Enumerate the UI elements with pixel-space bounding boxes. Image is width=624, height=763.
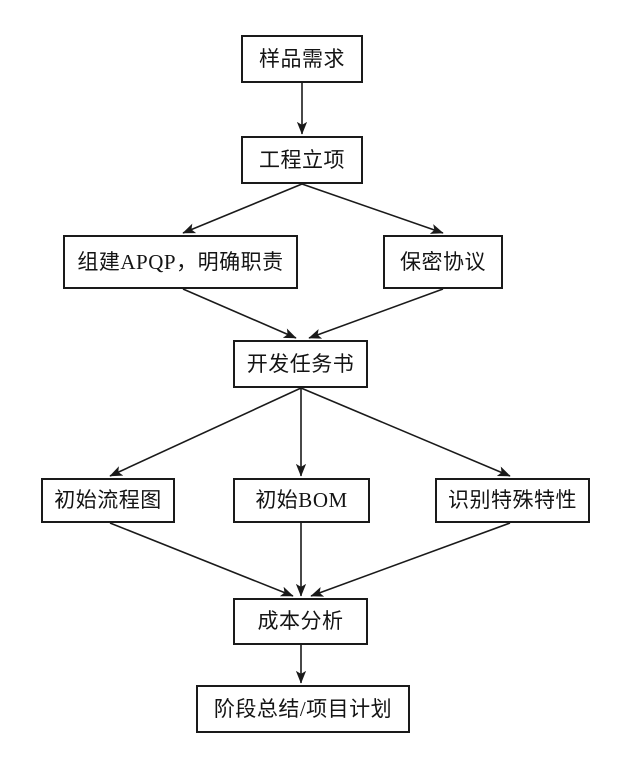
flowchart-edge <box>109 522 294 597</box>
node-form-apqp-team[interactable]: 组建APQP，明确职责 <box>63 235 298 289</box>
flowchart-edge <box>109 387 302 477</box>
node-label: 保密协议 <box>400 249 486 274</box>
flowchart-edge <box>182 183 303 234</box>
node-label: 识别特殊特性 <box>448 488 577 512</box>
node-label: 开发任务书 <box>246 351 355 376</box>
node-confidentiality-agreement[interactable]: 保密协议 <box>383 235 503 289</box>
flowchart-edge <box>301 183 444 234</box>
node-label: 初始BOM <box>255 488 348 512</box>
node-label: 组建APQP，明确职责 <box>77 249 284 274</box>
node-initial-process-flow-diagram[interactable]: 初始流程图 <box>41 478 175 523</box>
node-label: 阶段总结/项目计划 <box>213 696 393 721</box>
flowchart-edge <box>300 387 511 477</box>
flowchart-edge <box>310 522 511 597</box>
flowchart-edge <box>308 288 444 339</box>
node-label: 样品需求 <box>259 46 345 71</box>
node-engineering-project-initiation[interactable]: 工程立项 <box>241 136 363 184</box>
node-development-task-statement[interactable]: 开发任务书 <box>233 340 368 388</box>
node-initial-bom[interactable]: 初始BOM <box>233 478 370 523</box>
node-label: 初始流程图 <box>54 488 162 512</box>
node-sample-requirement[interactable]: 样品需求 <box>241 35 363 83</box>
node-identify-special-characteristics[interactable]: 识别特殊特性 <box>435 478 590 523</box>
flowchart-edges <box>109 83 511 684</box>
node-cost-analysis[interactable]: 成本分析 <box>233 598 368 645</box>
node-phase-summary-project-plan[interactable]: 阶段总结/项目计划 <box>196 685 410 733</box>
node-label: 工程立项 <box>259 147 345 172</box>
flowchart-edge <box>182 288 297 339</box>
node-label: 成本分析 <box>257 609 344 633</box>
